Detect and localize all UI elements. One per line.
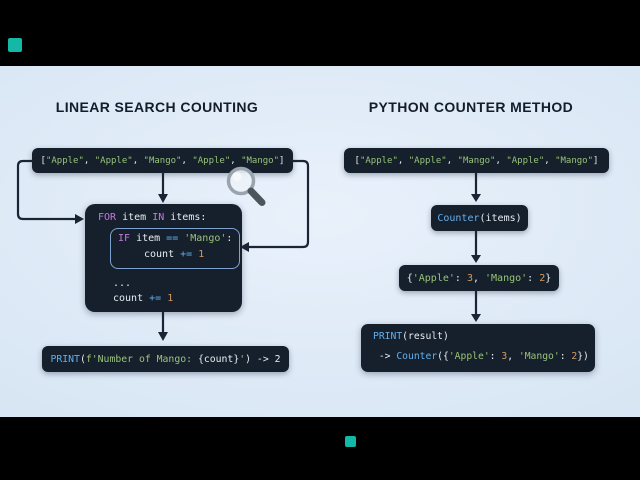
right-print-line2: -> Counter({'Apple': 3, 'Mango': 2}): [373, 351, 589, 362]
count-line-code: count += 1: [113, 293, 174, 304]
dict-result-code: {'Apple': 3, 'Mango': 2}: [406, 272, 552, 284]
left-print-box: PRINT(f'Number of Mango: {count}') -> 2: [42, 346, 289, 372]
teal-marker-icon: [345, 436, 356, 447]
for-header-code: FOR item IN items:: [98, 212, 207, 223]
dict-result-box: {'Apple': 3, 'Mango': 2}: [399, 265, 559, 291]
right-print-box: [361, 324, 595, 372]
if-condition-box: [110, 228, 240, 269]
letterbox-bottom-bar: [0, 417, 640, 480]
teal-marker-icon: [8, 38, 22, 52]
left-column-title: LINEAR SEARCH COUNTING: [55, 99, 259, 115]
left-array-box: ["Apple", "Apple", "Mango", "Apple", "Ma…: [32, 148, 293, 173]
ellipsis-code: ...: [113, 278, 132, 289]
if-line-code: IF item == 'Mango':: [118, 233, 233, 244]
counter-call-code: Counter(items): [437, 212, 522, 224]
right-column-title: PYTHON COUNTER METHOD: [368, 99, 574, 115]
left-print-code: PRINT(f'Number of Mango: {count}') -> 2: [50, 353, 281, 365]
letterbox-top-bar: [0, 0, 640, 66]
if-body-code: count += 1: [144, 249, 205, 260]
right-array-box: ["Apple", "Apple", "Mango", "Apple", "Ma…: [344, 148, 609, 173]
left-array-code: ["Apple", "Apple", "Mango", "Apple", "Ma…: [40, 155, 285, 166]
for-loop-block: [85, 204, 242, 312]
right-print-line1: PRINT(result): [373, 331, 449, 342]
right-array-code: ["Apple", "Apple", "Mango", "Apple", "Ma…: [354, 155, 599, 166]
counter-call-box: Counter(items): [431, 205, 528, 231]
